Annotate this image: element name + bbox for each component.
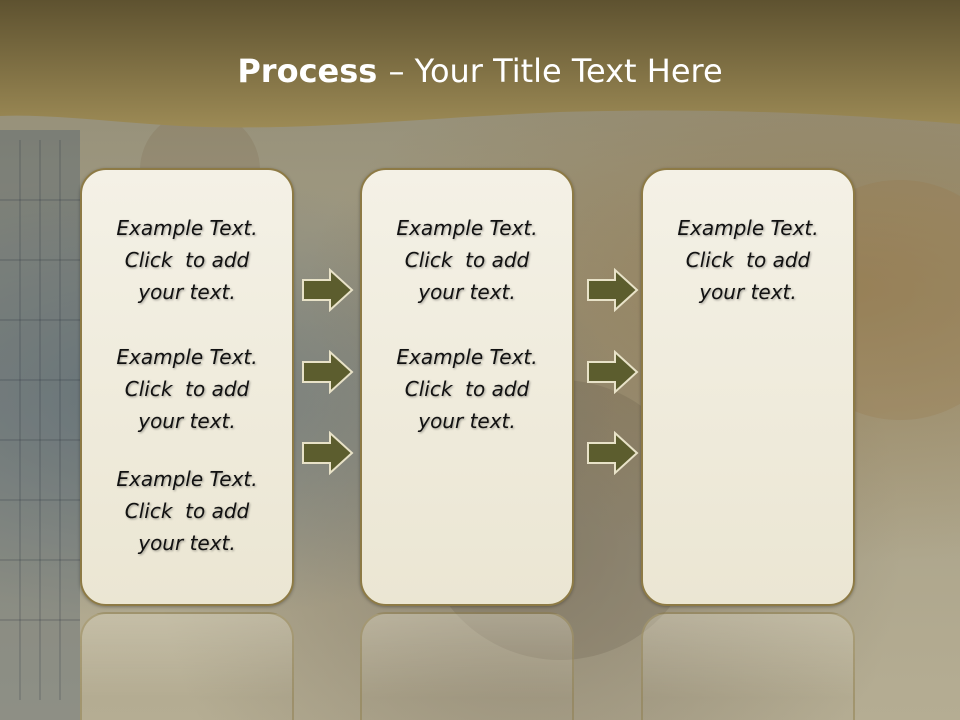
panel-reflection (641, 612, 855, 720)
title-bold-text: Process (237, 52, 389, 90)
panel-reflection (360, 612, 574, 720)
text-line: Example Text. (396, 216, 538, 240)
text-line: your text. (418, 409, 516, 433)
panel-reflection (80, 612, 294, 720)
text-block[interactable]: Example Text. Click to add your text. (362, 341, 572, 437)
text-line: your text. (138, 531, 236, 555)
header-band (0, 0, 960, 128)
right-arrow-icon[interactable] (302, 268, 354, 312)
text-line: Example Text. (116, 345, 258, 369)
process-panel-3[interactable]: Example Text. Click to add your text. (641, 168, 855, 606)
text-line: Example Text. (116, 216, 258, 240)
process-panel-1[interactable]: Example Text. Click to add your text. Ex… (80, 168, 294, 606)
right-arrow-icon[interactable] (302, 350, 354, 394)
text-line: your text. (138, 409, 236, 433)
text-line: your text. (138, 280, 236, 304)
text-line: Example Text. (396, 345, 538, 369)
text-block[interactable]: Example Text. Click to add your text. (82, 463, 292, 559)
process-panel-2[interactable]: Example Text. Click to add your text. Ex… (360, 168, 574, 606)
text-block[interactable]: Example Text. Click to add your text. (362, 212, 572, 308)
text-line: Click to add (404, 248, 530, 272)
text-line: Click to add (124, 248, 250, 272)
text-line: Click to add (404, 377, 530, 401)
text-line: your text. (699, 280, 797, 304)
text-line: Click to add (124, 499, 250, 523)
text-line: Click to add (685, 248, 811, 272)
right-arrow-icon[interactable] (587, 268, 639, 312)
text-block[interactable]: Example Text. Click to add your text. (82, 212, 292, 308)
text-block[interactable]: Example Text. Click to add your text. (82, 341, 292, 437)
text-block[interactable]: Example Text. Click to add your text. (643, 212, 853, 308)
text-line: your text. (418, 280, 516, 304)
right-arrow-icon[interactable] (587, 431, 639, 475)
text-line: Example Text. (677, 216, 819, 240)
right-arrow-icon[interactable] (302, 431, 354, 475)
title-rest-text: – Your Title Text Here (388, 52, 723, 90)
slide-title[interactable]: Process – Your Title Text Here (0, 52, 960, 90)
right-arrow-icon[interactable] (587, 350, 639, 394)
text-line: Click to add (124, 377, 250, 401)
text-line: Example Text. (116, 467, 258, 491)
